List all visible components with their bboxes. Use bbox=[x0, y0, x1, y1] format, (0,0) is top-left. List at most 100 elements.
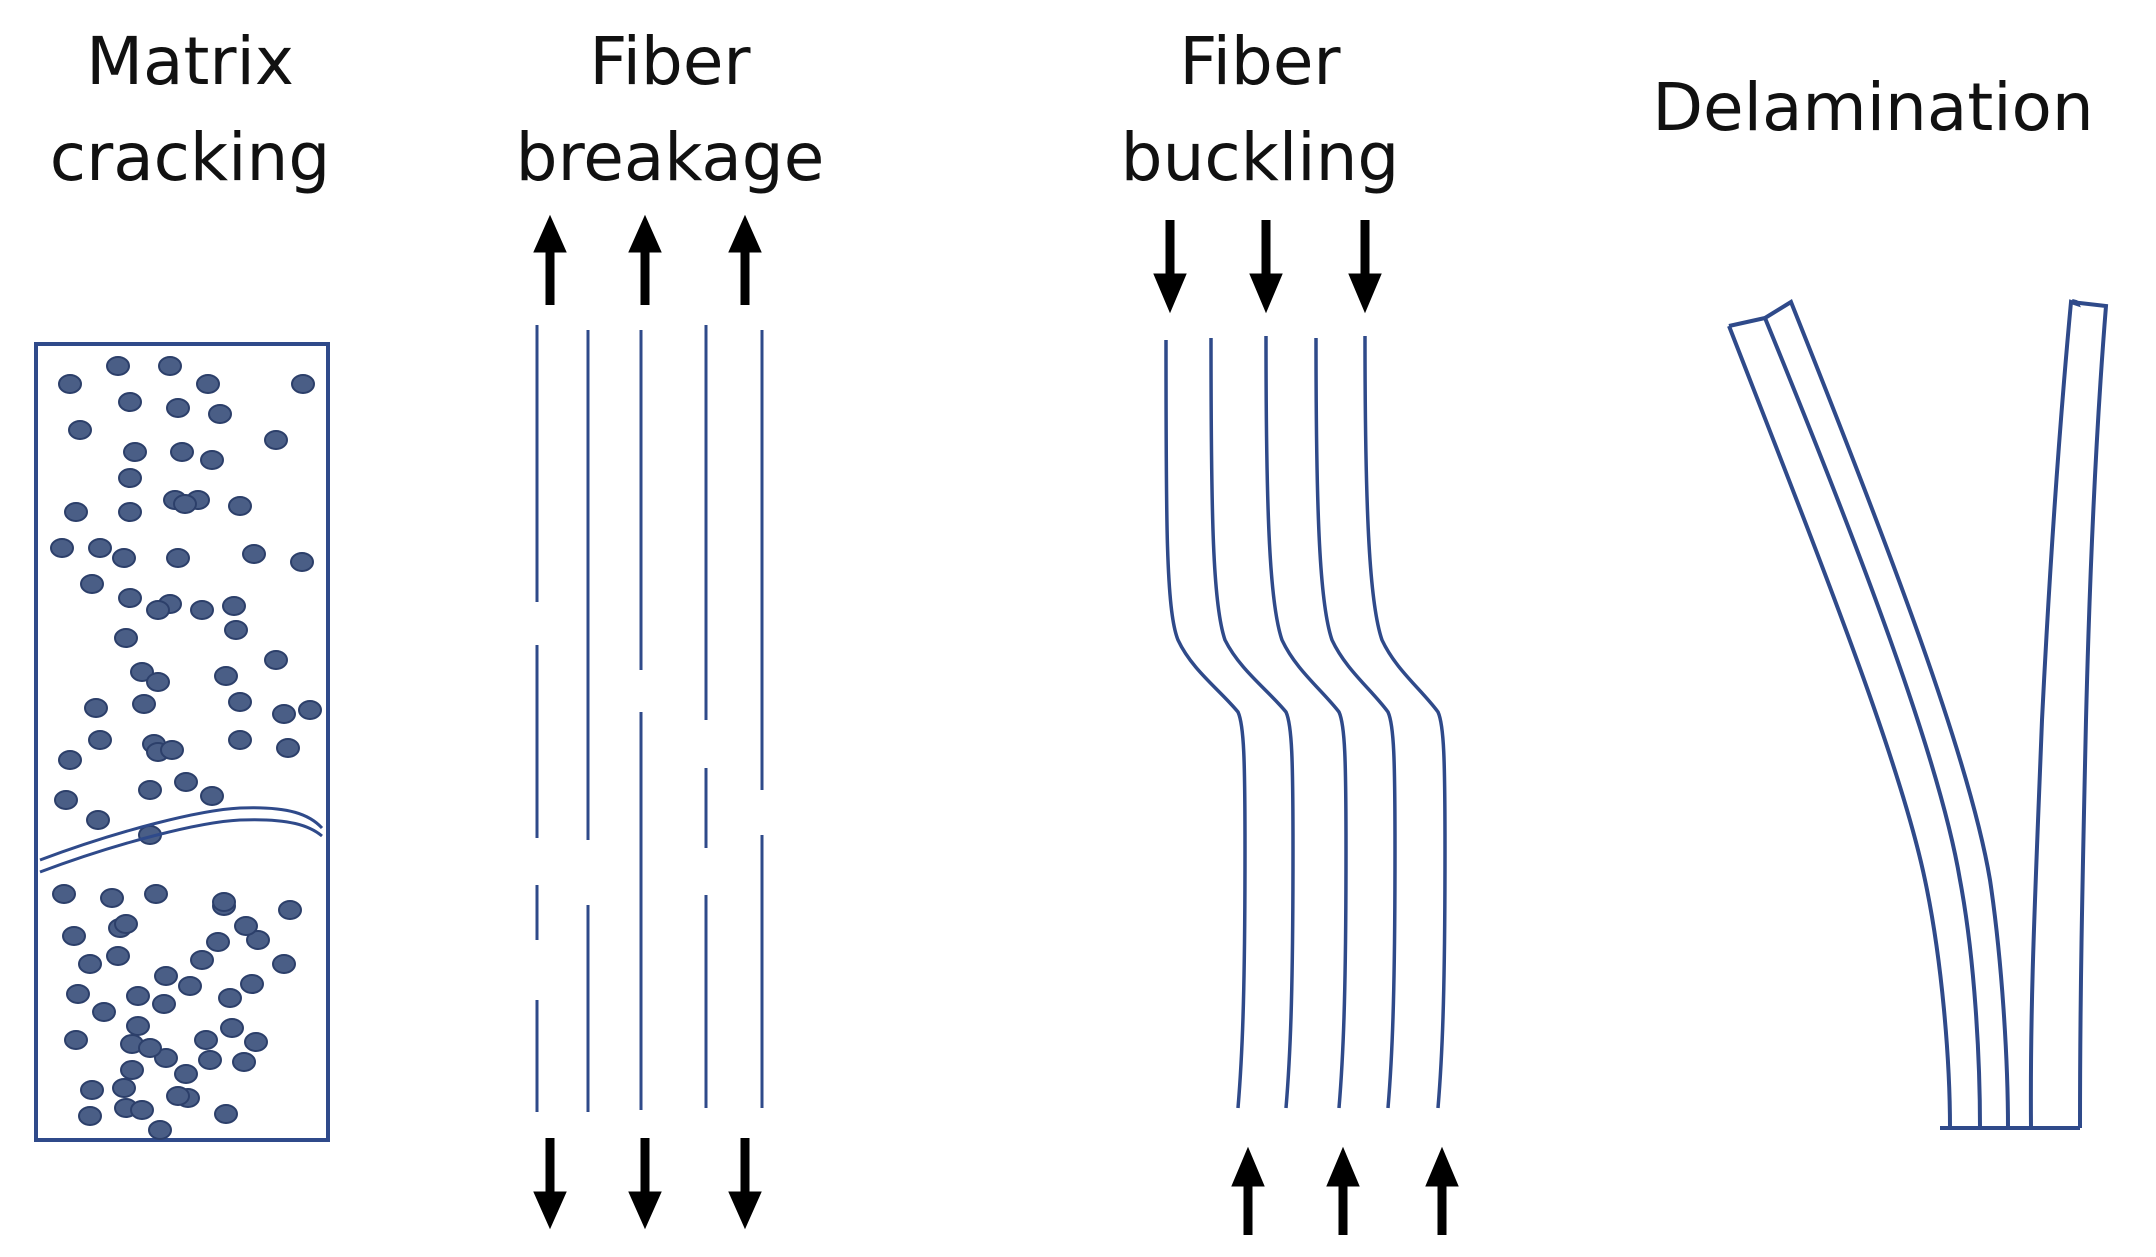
fiber-dot bbox=[50, 538, 74, 558]
fiber-dot bbox=[244, 1032, 268, 1052]
fiber-dot bbox=[120, 1060, 144, 1080]
delamination-title: Delamination bbox=[1652, 69, 2094, 146]
down-arrow bbox=[1348, 220, 1382, 314]
fiber-dot bbox=[200, 786, 224, 806]
delamination-illustration bbox=[1727, 299, 2109, 1130]
panel-matrix-cracking: Matrix cracking bbox=[0, 0, 380, 1257]
fiber-dot bbox=[228, 692, 252, 712]
fiber bbox=[1264, 335, 1348, 1109]
fiber-dot bbox=[160, 740, 184, 760]
fiber-breakage-title: Fiber breakage bbox=[515, 23, 825, 196]
fiber-dot bbox=[240, 974, 264, 994]
fiber-dot bbox=[228, 730, 252, 750]
broken-fibers bbox=[535, 325, 764, 1112]
fiber-dot bbox=[123, 442, 147, 462]
fiber-dot bbox=[232, 1052, 256, 1072]
fiber-dot bbox=[118, 468, 142, 488]
fiber bbox=[1314, 337, 1397, 1109]
up-arrow bbox=[1425, 1146, 1459, 1235]
fiber-dot bbox=[144, 884, 168, 904]
right-ply bbox=[2028, 299, 2109, 1129]
buckled-fibers bbox=[1164, 335, 1447, 1109]
fiber-dot bbox=[118, 392, 142, 412]
up-arrow bbox=[728, 214, 762, 305]
fiber-dot bbox=[173, 494, 197, 514]
down-arrow bbox=[533, 1138, 567, 1230]
down-arrow bbox=[1153, 220, 1187, 314]
fiber-dot bbox=[272, 704, 296, 724]
fiber-dot bbox=[224, 620, 248, 640]
fiber-dot bbox=[214, 666, 238, 686]
down-arrow bbox=[1249, 220, 1283, 314]
fiber-dot bbox=[64, 502, 88, 522]
fiber-dot bbox=[106, 946, 130, 966]
fiber-dot bbox=[118, 588, 142, 608]
fiber-dot bbox=[132, 694, 156, 714]
down-arrow bbox=[728, 1138, 762, 1230]
fiber-dot bbox=[291, 374, 315, 394]
fiber-dot bbox=[138, 1038, 162, 1058]
up-arrow bbox=[628, 214, 662, 305]
fiber bbox=[1209, 337, 1295, 1109]
fiber-dot bbox=[92, 1002, 116, 1022]
fiber-dot bbox=[100, 888, 124, 908]
down-arrow bbox=[628, 1138, 662, 1230]
fiber-dot bbox=[264, 430, 288, 450]
fiber-dot bbox=[194, 1030, 218, 1050]
fiber-dot bbox=[218, 988, 242, 1008]
fiber-dot bbox=[86, 810, 110, 830]
fiber-dot bbox=[242, 544, 266, 564]
fiber-dot bbox=[78, 954, 102, 974]
fiber-dots bbox=[50, 356, 322, 1140]
fiber-dot bbox=[190, 600, 214, 620]
fiber-dot bbox=[114, 628, 138, 648]
fiber-dot bbox=[272, 954, 296, 974]
fiber-buckling-title: Fiber buckling bbox=[1120, 23, 1400, 196]
fiber-dot bbox=[54, 790, 78, 810]
fiber-dot bbox=[174, 1064, 198, 1084]
fiber bbox=[1363, 335, 1447, 1109]
fiber-dot bbox=[178, 976, 202, 996]
fiber-dot bbox=[276, 738, 300, 758]
fiber-dot bbox=[114, 914, 138, 934]
fiber-dot bbox=[152, 994, 176, 1014]
fiber-dot bbox=[106, 356, 130, 376]
up-arrow bbox=[1326, 1146, 1360, 1235]
fiber-dot bbox=[52, 884, 76, 904]
fiber-dot bbox=[154, 966, 178, 986]
fiber-dot bbox=[166, 398, 190, 418]
fiber-dot bbox=[214, 1104, 238, 1124]
fiber-dot bbox=[212, 892, 236, 912]
fiber-dot bbox=[130, 1100, 154, 1120]
fiber-dot bbox=[62, 926, 86, 946]
top-tension-arrows bbox=[533, 214, 762, 305]
fiber-dot bbox=[196, 374, 220, 394]
fiber-dot bbox=[64, 1030, 88, 1050]
fiber-dot bbox=[190, 950, 214, 970]
fiber-dot bbox=[58, 750, 82, 770]
fiber-dot bbox=[246, 930, 270, 950]
bottom-compression-arrows bbox=[1231, 1146, 1459, 1235]
fiber-dot bbox=[298, 700, 322, 720]
fiber-dot bbox=[208, 404, 232, 424]
matrix-cracking-title: Matrix cracking bbox=[49, 23, 331, 196]
fiber-dot bbox=[112, 1078, 136, 1098]
fiber-dot bbox=[154, 1048, 178, 1068]
bottom-tension-arrows bbox=[533, 1138, 762, 1230]
fiber-dot bbox=[222, 596, 246, 616]
up-arrow bbox=[533, 214, 567, 305]
fiber-dot bbox=[206, 932, 230, 952]
fiber bbox=[1164, 339, 1247, 1109]
panel-fiber-buckling: Fiber buckling bbox=[1060, 0, 1460, 1257]
fiber-dot bbox=[198, 1050, 222, 1070]
panel-fiber-breakage: Fiber breakage bbox=[470, 0, 870, 1257]
top-compression-arrows bbox=[1153, 220, 1382, 314]
fiber-dot bbox=[174, 772, 198, 792]
fiber-dot bbox=[278, 900, 302, 920]
fiber-dot bbox=[80, 1080, 104, 1100]
fiber-dot bbox=[84, 698, 108, 718]
left-ply bbox=[1727, 316, 1982, 1129]
fiber-dot bbox=[126, 1016, 150, 1036]
fiber-dot bbox=[166, 548, 190, 568]
fiber-dot bbox=[138, 780, 162, 800]
